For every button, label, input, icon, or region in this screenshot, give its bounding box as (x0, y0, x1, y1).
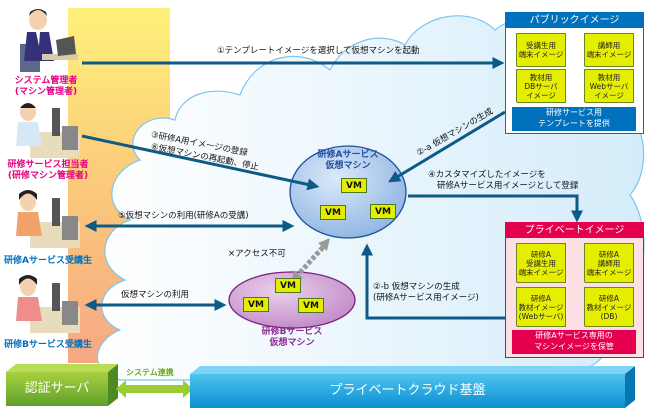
vm-a-1[interactable]: VM (341, 178, 367, 193)
vm-b-2[interactable]: VM (243, 297, 269, 312)
public-images-footer: 研修サービス用 テンプレートを提供 (512, 107, 636, 131)
flow-label-step2b-line2: (研修Aサービス用イメージ) (373, 293, 479, 303)
flow-label-step4-line2: 研修Aサービス用イメージとして登録 (437, 181, 579, 191)
auth-server-side (108, 364, 118, 406)
student-a-figure (10, 190, 85, 250)
actor-label-line1: 研修サービス担当者 (7, 160, 89, 170)
actor-label-line2: (マシン管理者) (14, 87, 78, 97)
auth-server-label: 認証サーバ (24, 381, 90, 396)
flow-label-b-usage: 仮想マシンの利用 (121, 290, 190, 300)
actor-label-student-b: 研修Bサービス受講生 (0, 340, 96, 351)
vm-group-b-title: 研修Bサービス 仮想マシン (250, 327, 334, 349)
vm-group-a-line2: 仮想マシン (325, 161, 371, 171)
person-at-desktop-icon (16, 103, 80, 158)
private-images-title: プライベートイメージ (506, 223, 643, 238)
flow-label-step5: ⑤仮想マシンの利用(研修Aの受講) (118, 211, 249, 221)
arrow-step3-6 (81, 134, 320, 191)
actor-label-line1: 研修Aサービス受講生 (4, 256, 92, 266)
public-image-doc: 講師用端末イメージ (584, 33, 634, 67)
auth-server-top (6, 364, 118, 372)
flow-label-no-access: ×アクセス不可 (228, 249, 286, 259)
actor-label-system-admin: システム管理者 (マシン管理者) (6, 76, 86, 98)
arrow-step2a (388, 110, 506, 183)
vm-group-b-line1: 研修Bサービス (261, 327, 323, 337)
vm-group-b-line2: 仮想マシン (269, 338, 315, 348)
public-image-doc: 受講生用端末イメージ (516, 33, 566, 67)
private-cloud-label: プライベートクラウド基盤 (329, 383, 486, 398)
vm-a-3[interactable]: VM (370, 204, 396, 219)
vm-group-a-line1: 研修Aサービス (317, 150, 379, 160)
vm-b-3[interactable]: VM (298, 298, 324, 313)
no-access-arrow (294, 243, 327, 279)
flow-label-step1: ①テンプレートイメージを選択して仮想マシンを起動 (217, 46, 420, 56)
no-access-arrowhead-top (318, 238, 330, 251)
private-cloud-side (625, 366, 635, 408)
system-link-arrow (116, 380, 193, 398)
auth-server-front (6, 372, 108, 406)
public-footer-line2: テンプレートを提供 (538, 119, 610, 128)
actor-label-line1: 研修Bサービス受講生 (4, 340, 92, 350)
flow-label-step2b-line1: ②-b 仮想マシンの生成 (373, 282, 460, 292)
public-images-title: パブリックイメージ (506, 13, 643, 28)
person-at-laptop-icon (20, 9, 78, 72)
private-images-footer: 研修Aサービス専用の マシンイメージを保管 (512, 330, 636, 354)
student-b-figure (10, 275, 85, 335)
public-footer-line1: 研修サービス用 (546, 108, 602, 117)
student-at-desktop-icon (16, 275, 80, 333)
system-link-label: システム連携 (126, 368, 174, 377)
arrow-step2b (361, 243, 505, 320)
system-admin-figure (12, 6, 82, 76)
private-footer-line1: 研修Aサービス専用の (535, 331, 613, 340)
student-at-desktop-icon (16, 190, 80, 248)
actor-label-line2: (研修マシン管理者) (7, 171, 89, 181)
actor-label-student-a: 研修Aサービス受講生 (0, 256, 96, 267)
actor-label-training-staff: 研修サービス担当者 (研修マシン管理者) (0, 160, 96, 182)
vm-group-b-ellipse (228, 271, 356, 329)
vm-group-a-title: 研修Aサービス 仮想マシン (312, 150, 384, 172)
flow-label-step4-line1: ④カスタマイズしたイメージを (428, 170, 546, 180)
training-staff-figure (10, 100, 85, 160)
private-cloud-top (190, 366, 635, 374)
private-footer-line2: マシンイメージを保管 (534, 342, 614, 351)
vm-b-1[interactable]: VM (275, 278, 301, 293)
vm-a-2[interactable]: VM (320, 205, 346, 220)
actor-label-line1: システム管理者 (14, 76, 78, 86)
private-cloud-front (190, 374, 625, 408)
arrow-step4 (408, 194, 583, 223)
